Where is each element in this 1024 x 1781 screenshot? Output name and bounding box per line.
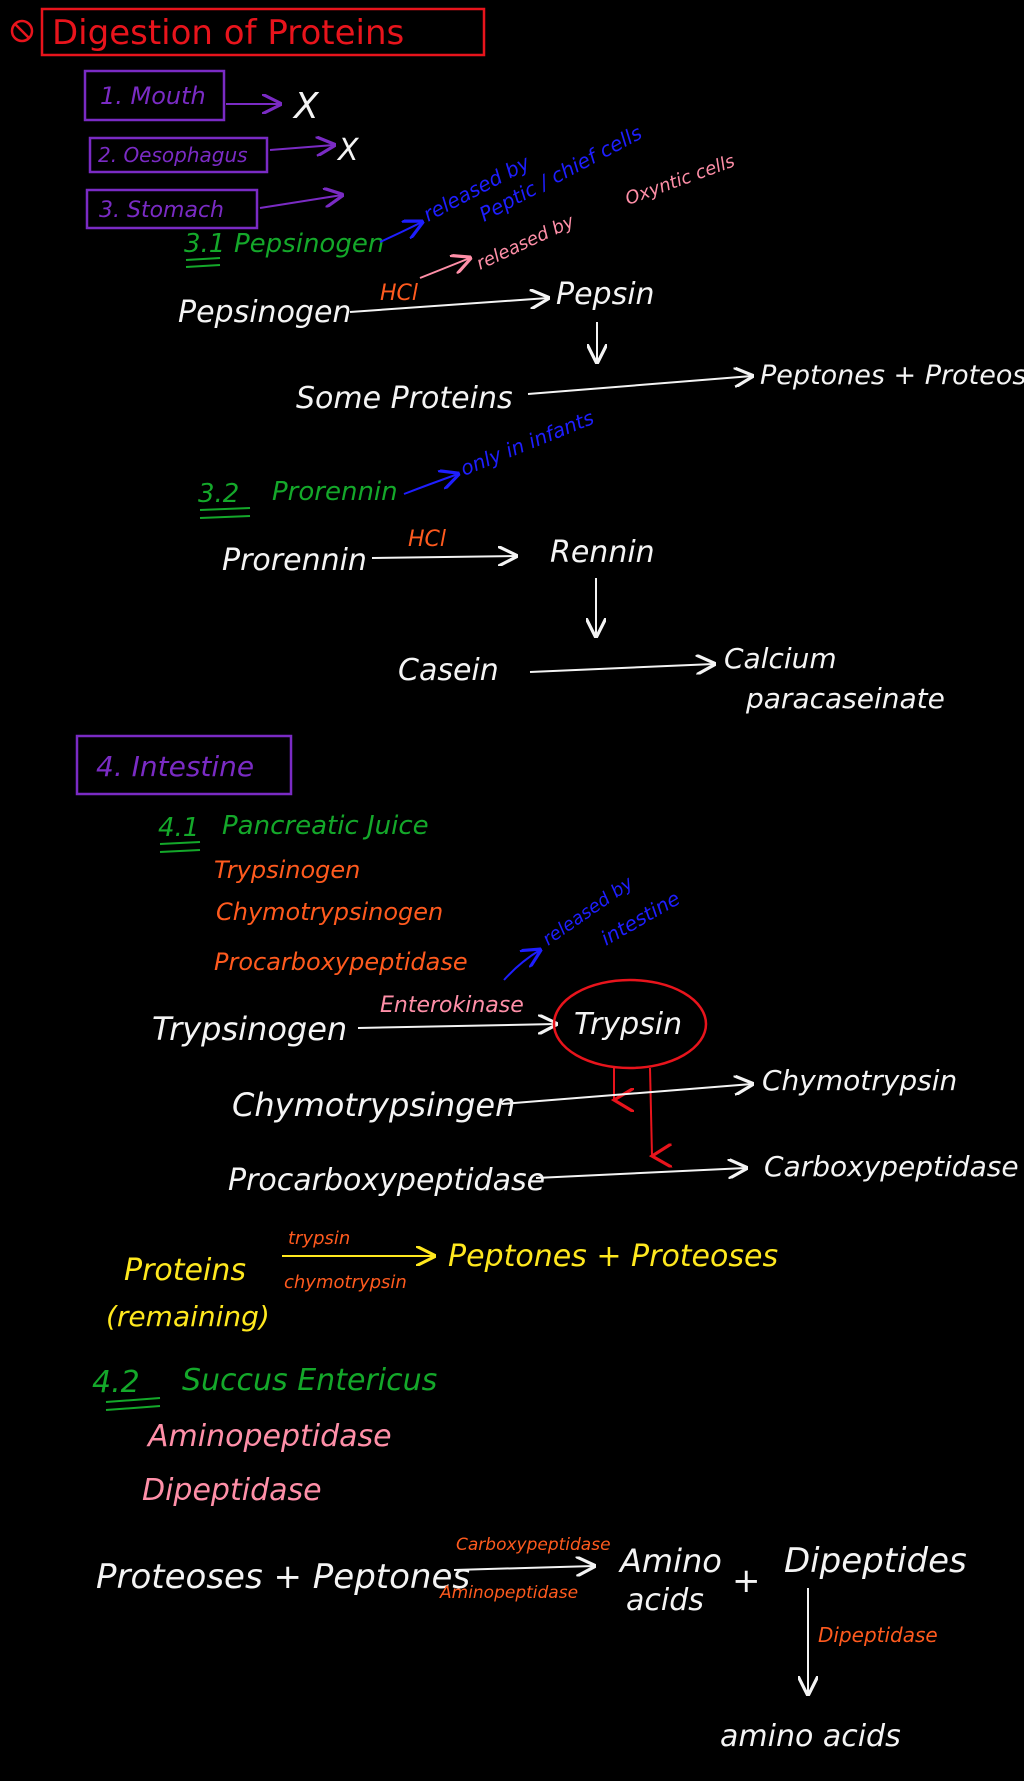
succus-num: 4.2 bbox=[92, 1365, 140, 1400]
mouth-cross: X bbox=[292, 86, 320, 127]
prorennin-heading: Prorennin bbox=[272, 477, 398, 507]
section-oesophagus: 2. Oesophagus bbox=[98, 143, 248, 167]
trypsinogen-arrow bbox=[357, 1024, 556, 1028]
aminopeptidase-small: Aminopeptidase bbox=[439, 1583, 578, 1603]
succus-heading: Succus Entericus bbox=[182, 1363, 437, 1398]
proteins-arrow bbox=[527, 376, 752, 395]
section-stomach: 3. Stomach bbox=[99, 198, 224, 223]
rennin-label: Rennin bbox=[550, 535, 655, 570]
dipeptides-label: Dipeptides bbox=[784, 1541, 967, 1581]
dipeptidase-small: Dipeptidase bbox=[818, 1623, 938, 1647]
chymotrypsinogen-arrow bbox=[501, 1084, 752, 1105]
trypsin-small: trypsin bbox=[288, 1228, 350, 1249]
pancreatic-heading: Pancreatic Juice bbox=[222, 811, 429, 841]
carboxypeptidase-small: Carboxypeptidase bbox=[456, 1535, 611, 1555]
pancreatic-num: 4.1 bbox=[158, 813, 199, 843]
chymotrypsinogen-label: Chymotrypsingen bbox=[232, 1086, 515, 1124]
no-symbol-slash bbox=[14, 23, 30, 39]
intestine-box bbox=[75, 734, 293, 796]
trypsin-label: Trypsin bbox=[574, 1007, 682, 1042]
succus-block: 4.2 Succus Entericus Aminopeptidase Dipe… bbox=[92, 1363, 967, 1754]
chymotrypsin-label: Chymotrypsin bbox=[762, 1064, 957, 1097]
peptones-proteoses-label: Peptones + Proteoses bbox=[760, 360, 1024, 391]
underline-6 bbox=[159, 849, 201, 853]
section-intestine: 4. Intestine bbox=[96, 750, 254, 783]
pepsinogen-heading-num: 3.1 bbox=[184, 229, 225, 259]
intestine-released-arrow bbox=[503, 950, 540, 981]
plus-label: + bbox=[732, 1561, 761, 1601]
prorennin-heading-num: 3.2 bbox=[198, 479, 239, 509]
released-by-2b: Oxyntic cells bbox=[623, 151, 738, 210]
carboxypeptidase-label: Carboxypeptidase bbox=[764, 1150, 1019, 1183]
prorennin-arrow bbox=[371, 556, 516, 558]
acids-label: acids bbox=[626, 1583, 704, 1618]
pepsinogen-arrow bbox=[349, 298, 548, 313]
amino-label: Amino bbox=[618, 1542, 722, 1580]
underline-2 bbox=[185, 264, 221, 268]
enterokinase-label: Enterokinase bbox=[380, 993, 524, 1018]
stomach-box bbox=[85, 188, 259, 230]
underline-3 bbox=[199, 507, 251, 511]
only-infants-arrow bbox=[403, 474, 458, 495]
calcium-label: Calcium bbox=[724, 642, 837, 675]
intestine-block: 4. Intestine 4.1 Pancreatic Juice Trypsi… bbox=[75, 734, 1019, 1333]
procarboxypeptidase-arrow bbox=[535, 1168, 746, 1179]
underline-7 bbox=[105, 1397, 161, 1403]
succus-enzyme-dipeptidase: Dipeptidase bbox=[142, 1473, 322, 1508]
enzyme-trypsinogen: Trypsinogen bbox=[214, 856, 360, 884]
pepsin-label: Pepsin bbox=[556, 277, 655, 312]
released-by-arrow-1 bbox=[379, 222, 422, 243]
title-block: Digestion of Proteins bbox=[10, 7, 486, 57]
stomach-arrow bbox=[259, 195, 342, 209]
title-box bbox=[40, 7, 486, 57]
amino-acids-label: amino acids bbox=[720, 1719, 901, 1754]
section-mouth: 1. Mouth bbox=[100, 82, 206, 110]
underline-5 bbox=[159, 841, 201, 845]
procarboxypeptidase-label: Procarboxypeptidase bbox=[228, 1163, 545, 1198]
trypsin-red-arrow-2 bbox=[650, 1067, 652, 1156]
only-in-infants: only in infants bbox=[457, 405, 597, 480]
remaining-label: (remaining) bbox=[106, 1300, 270, 1333]
pepsinogen-heading: Pepsinogen bbox=[234, 229, 384, 259]
casein-label: Casein bbox=[398, 653, 499, 688]
prorennin-label: Prorennin bbox=[222, 543, 367, 578]
proteins-remaining-label: Proteins bbox=[124, 1253, 246, 1288]
mouth-box bbox=[83, 69, 226, 122]
prorennin-block: 3.2 Prorennin only in infants Prorennin … bbox=[198, 405, 945, 715]
trypsin-circle bbox=[552, 978, 708, 1070]
enzyme-procarboxypeptidase: Procarboxypeptidase bbox=[214, 948, 468, 976]
pepsinogen-block: 3.1 Pepsinogen released by Peptic / chie… bbox=[178, 120, 1024, 416]
casein-arrow bbox=[529, 664, 714, 672]
trypsinogen-label: Trypsinogen bbox=[152, 1010, 347, 1048]
underline-4 bbox=[199, 515, 251, 519]
oesophagus-arrow bbox=[269, 145, 334, 150]
no-symbol-icon bbox=[10, 19, 34, 43]
peptones-proteoses-label-2: Peptones + Proteoses bbox=[448, 1239, 778, 1274]
oesophagus-cross: X bbox=[336, 133, 360, 168]
succus-enzyme-aminopeptidase: Aminopeptidase bbox=[146, 1419, 392, 1454]
paracaseinate-label: paracaseinate bbox=[745, 682, 945, 715]
pepsinogen-label: Pepsinogen bbox=[178, 295, 351, 330]
proteoses-arrow bbox=[453, 1566, 594, 1570]
oesophagus-box bbox=[88, 136, 269, 174]
enzyme-chymotrypsinogen: Chymotrypsinogen bbox=[216, 898, 443, 926]
some-proteins-label: Some Proteins bbox=[296, 381, 513, 416]
hcl-label-1: HCl bbox=[380, 281, 418, 306]
released-by-arrow-2 bbox=[419, 258, 470, 279]
underline-1 bbox=[185, 257, 221, 261]
hcl-label-2: HCl bbox=[408, 527, 446, 552]
proteoses-peptones-label: Proteoses + Peptones bbox=[96, 1557, 470, 1597]
page-title: Digestion of Proteins bbox=[52, 13, 404, 53]
section-list: 1. Mouth X 2. Oesophagus X 3. Stomach bbox=[83, 69, 360, 230]
chymotrypsin-small: chymotrypsin bbox=[284, 1272, 407, 1293]
underline-8 bbox=[105, 1405, 161, 1411]
